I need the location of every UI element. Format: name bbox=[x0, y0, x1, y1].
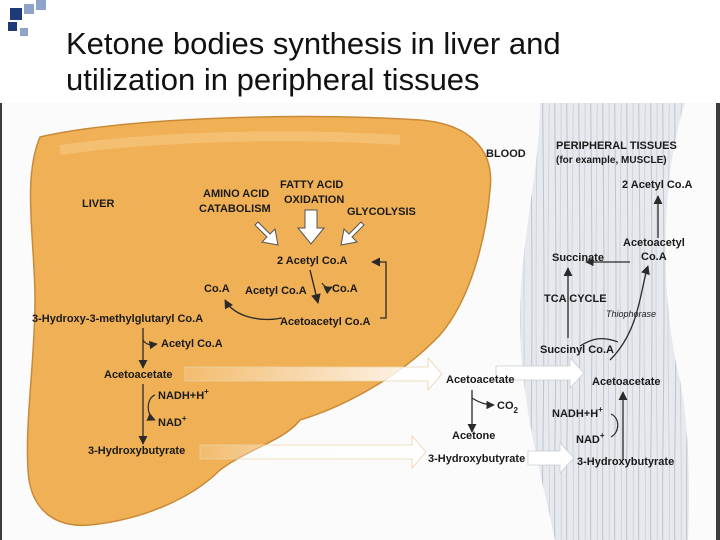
peripheral-example-label: (for example, MUSCLE) bbox=[556, 155, 667, 166]
export-arrow-acetoacetate bbox=[184, 356, 443, 392]
coa-left-label: Co.A bbox=[204, 283, 230, 295]
muscle-fibers bbox=[520, 103, 690, 540]
acetoacetyl-coa-liver-label: Acetoacetyl Co.A bbox=[280, 316, 371, 328]
acetoacetate-muscle-label: Acetoacetate bbox=[592, 376, 660, 388]
uptake-arrow-acetoacetate bbox=[495, 356, 585, 390]
acetone-label: Acetone bbox=[452, 430, 495, 442]
acetoacetyl-muscle-label-1: Acetoacetyl bbox=[623, 237, 685, 249]
oxidation-label: OXIDATION bbox=[284, 194, 344, 206]
coa-right-label: Co.A bbox=[332, 283, 358, 295]
arrow-to-hmg-coa bbox=[224, 299, 283, 321]
arrow-nadh-liver bbox=[146, 394, 156, 421]
arrow-co2-release bbox=[471, 397, 495, 410]
uptake-arrow-hydroxybutyrate bbox=[527, 441, 575, 475]
hydroxybutyrate-muscle-label: 3-Hydroxybutyrate bbox=[577, 456, 674, 468]
nad-liver-label: NAD+ bbox=[158, 414, 187, 429]
acetoacetyl-muscle-label-2: Co.A bbox=[641, 251, 667, 263]
two-acetyl-coa-liver: 2 Acetyl Co.A bbox=[277, 255, 348, 267]
frame-left bbox=[0, 103, 2, 540]
arrow-fatty-acid bbox=[296, 209, 326, 245]
export-arrow-hydroxybutyrate bbox=[199, 434, 427, 470]
corner-square-4 bbox=[8, 22, 17, 31]
succinyl-coa-label: Succinyl Co.A bbox=[540, 344, 614, 356]
arrow-succinyl-in bbox=[579, 338, 619, 347]
nad-muscle-label: NAD+ bbox=[576, 431, 605, 446]
nadh-muscle-label: NADH+H+ bbox=[552, 405, 603, 420]
catabolism-label: CATABOLISM bbox=[199, 203, 271, 215]
arrow-glycolysis bbox=[340, 221, 365, 246]
corner-square-2 bbox=[24, 4, 34, 14]
amino-acid-label: AMINO ACID bbox=[203, 188, 269, 200]
acetoacetate-liver-label: Acetoacetate bbox=[104, 369, 172, 381]
corner-square-5 bbox=[20, 28, 28, 36]
thiophorase-label: Thiophorase bbox=[606, 309, 656, 319]
hmg-coa-label: 3-Hydroxy-3-methylglutaryl Co.A bbox=[32, 313, 203, 325]
hydroxybutyrate-blood-label: 3-Hydroxybutyrate bbox=[428, 453, 525, 465]
title-line-2: utilization in peripheral tissues bbox=[66, 62, 480, 97]
two-acetyl-coa-muscle: 2 Acetyl Co.A bbox=[622, 179, 693, 191]
nadh-liver-label: NADH+H+ bbox=[158, 387, 209, 402]
frame-right bbox=[716, 103, 720, 540]
ketone-bodies-diagram: LIVER BLOOD PERIPHERAL TISSUES (for exam… bbox=[0, 103, 720, 540]
fatty-acid-label: FATTY ACID bbox=[280, 179, 343, 191]
peripheral-tissues-label: PERIPHERAL TISSUES bbox=[556, 140, 677, 152]
corner-square-1 bbox=[10, 8, 22, 20]
acetyl-coa-mid-label: Acetyl Co.A bbox=[245, 285, 307, 297]
arrow-thiophorase-forward bbox=[609, 265, 650, 361]
arrow-acetyl-to-acetoacetyl bbox=[309, 269, 321, 304]
co2-label: CO2 bbox=[497, 400, 519, 415]
arrow-nad-muscle bbox=[610, 413, 619, 438]
slide-title: Ketone bodies synthesis in liver and uti… bbox=[66, 26, 706, 98]
title-line-1: Ketone bodies synthesis in liver and bbox=[66, 26, 561, 61]
arrow-recycle-acetyl-coa bbox=[371, 257, 387, 319]
corner-square-3 bbox=[36, 0, 46, 10]
arrow-release-acetyl-coa bbox=[142, 339, 158, 350]
arrow-amino-acid bbox=[254, 221, 279, 246]
blood-label: BLOOD bbox=[486, 148, 526, 160]
liver-highlight bbox=[59, 131, 401, 155]
acetyl-coa-low-label: Acetyl Co.A bbox=[161, 338, 223, 350]
hydroxybutyrate-liver-label: 3-Hydroxybutyrate bbox=[88, 445, 185, 457]
liver-label: LIVER bbox=[82, 198, 114, 210]
arrow-release-coa bbox=[321, 282, 333, 295]
tca-cycle-label: TCA CYCLE bbox=[544, 293, 607, 305]
acetoacetate-blood-label: Acetoacetate bbox=[446, 374, 514, 386]
glycolysis-label: GLYCOLYSIS bbox=[347, 206, 416, 218]
